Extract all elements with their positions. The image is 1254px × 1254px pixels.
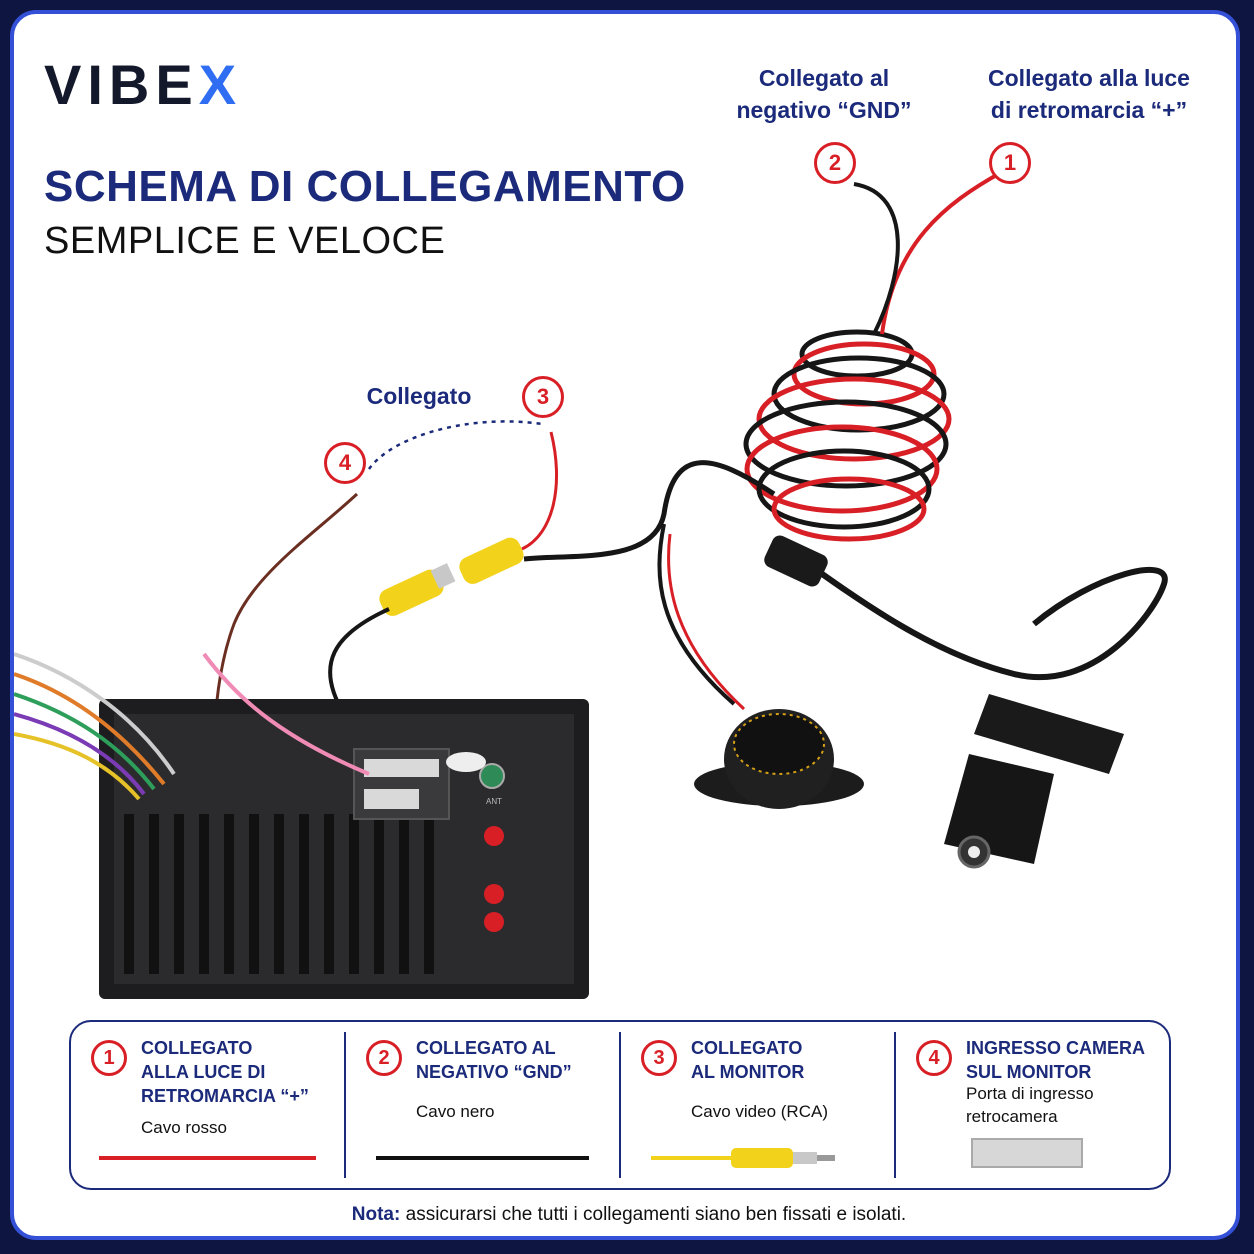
brand-logo: VIBEX [44, 53, 243, 116]
legend-4-desc: Porta di ingresso retrocamera [966, 1084, 1094, 1126]
page-title: SCHEMA DI COLLEGAMENTO [44, 162, 686, 211]
legend-3-desc: Cavo video (RCA) [691, 1102, 828, 1121]
legend-4-badge: 4 [916, 1040, 952, 1076]
wiring-diagram: ANT [14, 170, 1168, 999]
legend-1-title: COLLEGATO ALLA LUCE DI RETROMARCIA “+” [141, 1038, 309, 1106]
head-unit [99, 699, 589, 999]
backup-camera [944, 694, 1124, 869]
legend-item-3: 3 COLLEGATO AL MONITOR Cavo video (RCA) [621, 1032, 896, 1178]
connector-port-icon [971, 1138, 1083, 1168]
callout-gnd-text: Collegato al negativo “GND” [736, 65, 912, 123]
wire-black-gnd [853, 182, 900, 335]
wire-harness [14, 652, 370, 801]
black-wire-swatch [376, 1156, 589, 1160]
legend-box: 1 COLLEGATO ALLA LUCE DI RETROMARCIA “+”… [69, 1020, 1171, 1190]
callout-2-badge: 2 [814, 142, 856, 184]
callout-reverse-text: Collegato alla luce di retromarcia “+” [988, 65, 1190, 123]
coiled-cable [743, 329, 952, 542]
legend-1-desc: Cavo rosso [141, 1118, 227, 1137]
rca-connector-pair [379, 537, 524, 616]
link-label: Collegato [366, 383, 472, 409]
legend-item-1: 1 COLLEGATO ALLA LUCE DI RETROMARCIA “+”… [71, 1032, 346, 1178]
callout-1-badge: 1 [989, 142, 1031, 184]
legend-item-4: 4 INGRESSO CAMERA SUL MONITOR Porta di i… [896, 1032, 1169, 1178]
rca-plug-icon [651, 1148, 835, 1168]
legend-2-badge: 2 [366, 1040, 402, 1076]
legend-item-2: 2 COLLEGATO AL NEGATIVO “GND” Cavo nero [346, 1032, 621, 1178]
legend-1-badge: 1 [91, 1040, 127, 1076]
ant-label: ANT [486, 797, 502, 806]
buzzer [694, 709, 864, 809]
video-cable [523, 460, 776, 562]
legend-3-title: COLLEGATO AL MONITOR [691, 1038, 805, 1082]
legend-3-badge: 3 [641, 1040, 677, 1076]
wire-red-reverse [880, 170, 1003, 335]
legend-4-title: INGRESSO CAMERA SUL MONITOR [966, 1038, 1146, 1082]
link-dotted-line [367, 420, 543, 470]
wire-red-monitor [521, 431, 558, 551]
buzzer-cable [657, 523, 736, 706]
callout-3-badge: 3 [522, 376, 564, 418]
camera-cable [792, 551, 1168, 681]
page-subtitle: SEMPLICE E VELOCE [44, 220, 446, 262]
infographic-frame: ANT VIBEX SCHEMA DI COLLEGAMENTO SEMPLIC… [10, 10, 1240, 1240]
footer-note: Nota: assicurarsi che tutti i collegamen… [351, 1204, 907, 1225]
callout-4-badge: 4 [324, 442, 366, 484]
legend-2-title: COLLEGATO AL NEGATIVO “GND” [416, 1038, 572, 1082]
legend-2-desc: Cavo nero [416, 1102, 495, 1121]
red-wire-swatch [99, 1156, 316, 1160]
